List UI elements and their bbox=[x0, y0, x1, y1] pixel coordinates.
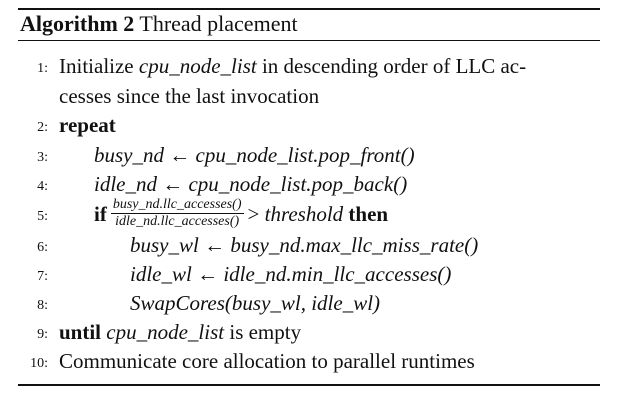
threshold-fraction: busy_nd.llc_accesses()idle_nd.llc_access… bbox=[110, 196, 244, 229]
line-number: 9: bbox=[37, 327, 48, 342]
line-text: idle_wl ← idle_nd.min_llc_accesses() bbox=[130, 260, 451, 289]
code-text: cesses since the last invocation bbox=[59, 84, 320, 108]
line-number: 6: bbox=[37, 240, 48, 255]
keyword: repeat bbox=[59, 113, 116, 137]
keyword: if bbox=[94, 202, 107, 226]
line-number: 4: bbox=[37, 179, 48, 194]
code-text: in descending order of LLC ac- bbox=[256, 54, 527, 78]
code-text: idle_nd ← cpu_node_list.pop_back() bbox=[94, 172, 408, 196]
line-number: 1: bbox=[37, 61, 48, 76]
algorithm-title: Thread placement bbox=[139, 10, 298, 36]
fraction-denominator: idle_nd.llc_accesses() bbox=[115, 213, 240, 229]
line-number: 2: bbox=[37, 120, 48, 135]
code-text: is empty bbox=[224, 320, 302, 344]
top-rule bbox=[18, 8, 600, 10]
algorithm-label: Algorithm 2 bbox=[20, 10, 135, 36]
code-text: idle_wl ← idle_nd.min_llc_accesses() bbox=[130, 262, 452, 286]
code-text: Initialize bbox=[59, 54, 139, 78]
algorithm-block: Algorithm 2 Thread placement 1: Initializ… bbox=[18, 8, 600, 386]
code-text: busy_wl ← busy_nd.max_llc_miss_rate() bbox=[130, 233, 479, 257]
line-text: SwapCores(busy_wl, idle_wl) bbox=[130, 289, 380, 318]
line-text: busy_wl ← busy_nd.max_llc_miss_rate() bbox=[130, 231, 478, 260]
algorithm-caption: Algorithm 2 Thread placement bbox=[18, 10, 600, 40]
code-text: busy_nd ← cpu_node_list.pop_front() bbox=[94, 143, 415, 167]
code-text: Communicate core allocation to parallel … bbox=[59, 349, 475, 373]
line-text: until cpu_node_list is empty bbox=[59, 318, 301, 347]
line-text: Initialize cpu_node_list in descending o… bbox=[59, 52, 526, 81]
line-text: cesses since the last invocation bbox=[59, 82, 319, 111]
code-text: > bbox=[247, 202, 265, 226]
line-text: busy_nd ← cpu_node_list.pop_front() bbox=[94, 141, 415, 170]
caption-rule bbox=[18, 39, 600, 41]
line-text: Communicate core allocation to parallel … bbox=[59, 347, 475, 376]
line-number: 5: bbox=[37, 209, 48, 224]
code-text: cpu_node_list bbox=[138, 54, 257, 78]
line-number: 7: bbox=[37, 269, 48, 284]
keyword: until bbox=[59, 320, 102, 344]
line-text: idle_nd ← cpu_node_list.pop_back() bbox=[94, 170, 407, 199]
line-number: 8: bbox=[37, 298, 48, 313]
keyword: then bbox=[348, 202, 389, 226]
line-number: 10: bbox=[30, 356, 48, 371]
line-text: repeat bbox=[59, 111, 116, 140]
bottom-rule bbox=[18, 384, 600, 386]
code-text: cpu_node_list bbox=[106, 320, 225, 344]
line-number: 3: bbox=[37, 150, 48, 165]
code-text: SwapCores(busy_wl, idle_wl) bbox=[130, 291, 381, 315]
code-text: threshold bbox=[264, 202, 344, 226]
fraction-numerator: busy_nd.llc_accesses() bbox=[110, 196, 244, 214]
